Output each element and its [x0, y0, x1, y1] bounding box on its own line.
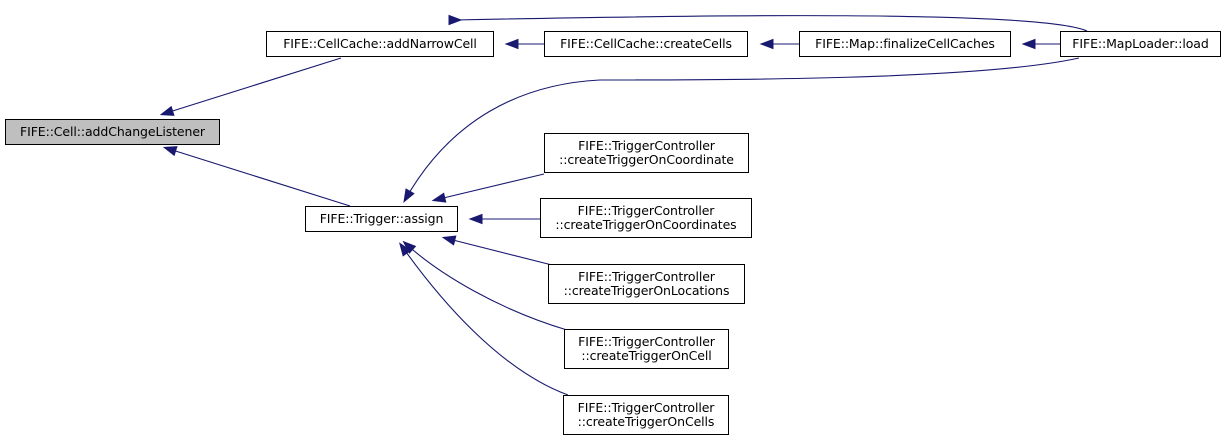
edge-load-to-addNarrowCell [454, 15, 1088, 32]
node-label-line: FIFE::MapLoader::load [1072, 36, 1209, 51]
edge-arrowhead [159, 105, 175, 116]
node-label-line: FIFE::TriggerController [578, 334, 715, 349]
edge-assign-to-addChangeListener [165, 147, 351, 207]
node-triggercontroller-createtriggeronlocations[interactable]: FIFE::TriggerController::createTriggerOn… [548, 264, 745, 304]
edge-arrowhead [399, 242, 412, 257]
node-triggercontroller-createtriggeroncells[interactable]: FIFE::TriggerController::createTriggerOn… [563, 395, 729, 435]
node-trigger-assign[interactable]: FIFE::Trigger::assign [305, 206, 458, 232]
node-label-line: FIFE::Map::finalizeCellCaches [815, 36, 995, 51]
edge-arrowhead [403, 188, 415, 203]
node-label-line: FIFE::CellCache::createCells [560, 36, 732, 51]
node-cellcache-addnarrowcell[interactable]: FIFE::CellCache::addNarrowCell [266, 31, 494, 57]
node-triggercontroller-createtriggeroncoordinates[interactable]: FIFE::TriggerController::createTriggerOn… [540, 198, 752, 238]
edge-arrowhead [431, 192, 447, 203]
edge-arrowhead [162, 146, 178, 157]
node-label-line: FIFE::TriggerController [578, 269, 715, 284]
node-label-line: ::createTriggerOnCells [577, 414, 715, 429]
node-label-line: FIFE::TriggerController [577, 203, 715, 218]
node-label-line: ::createTriggerOnCoordinates [555, 217, 737, 232]
node-cellcache-createcells[interactable]: FIFE::CellCache::createCells [544, 31, 748, 57]
edge-arrowhead [504, 38, 519, 50]
node-label-line: ::createTriggerOnLocations [563, 283, 730, 298]
node-label-line: FIFE::TriggerController [578, 138, 715, 153]
edge-arrowhead [468, 213, 483, 225]
edge-onCoordinate-to-assign [434, 173, 545, 201]
edge-onLocations-to-assign [444, 237, 553, 266]
edge-arrowhead [448, 14, 463, 26]
node-label-line: FIFE::Cell::addChangeListener [20, 124, 205, 139]
edge-arrowhead [759, 38, 774, 50]
edge-arrowhead [1021, 38, 1036, 50]
node-label-line: FIFE::TriggerController [577, 400, 715, 415]
node-triggercontroller-createtriggeroncoordinate[interactable]: FIFE::TriggerController::createTriggerOn… [544, 133, 749, 173]
node-label-line: FIFE::CellCache::addNarrowCell [283, 36, 477, 51]
edge-onCell-to-assign [404, 242, 568, 331]
edge-load-to-assign [404, 57, 1080, 201]
node-label-line: ::createTriggerOnCoordinate [559, 152, 734, 167]
node-maploader-load[interactable]: FIFE::MapLoader::load [1060, 31, 1221, 57]
node-cell-addchangelistener: FIFE::Cell::addChangeListener [5, 119, 220, 145]
edge-arrowhead [441, 235, 457, 246]
node-label-line: ::createTriggerOnCell [581, 348, 712, 363]
node-map-finalizecellcaches[interactable]: FIFE::Map::finalizeCellCaches [799, 31, 1011, 57]
node-label-line: FIFE::Trigger::assign [319, 211, 444, 226]
edge-onCells-to-assign [400, 244, 569, 396]
node-triggercontroller-createtriggeroncell[interactable]: FIFE::TriggerController::createTriggerOn… [564, 329, 729, 369]
edge-addNarrowCell-to-addChangeListener [162, 57, 342, 115]
